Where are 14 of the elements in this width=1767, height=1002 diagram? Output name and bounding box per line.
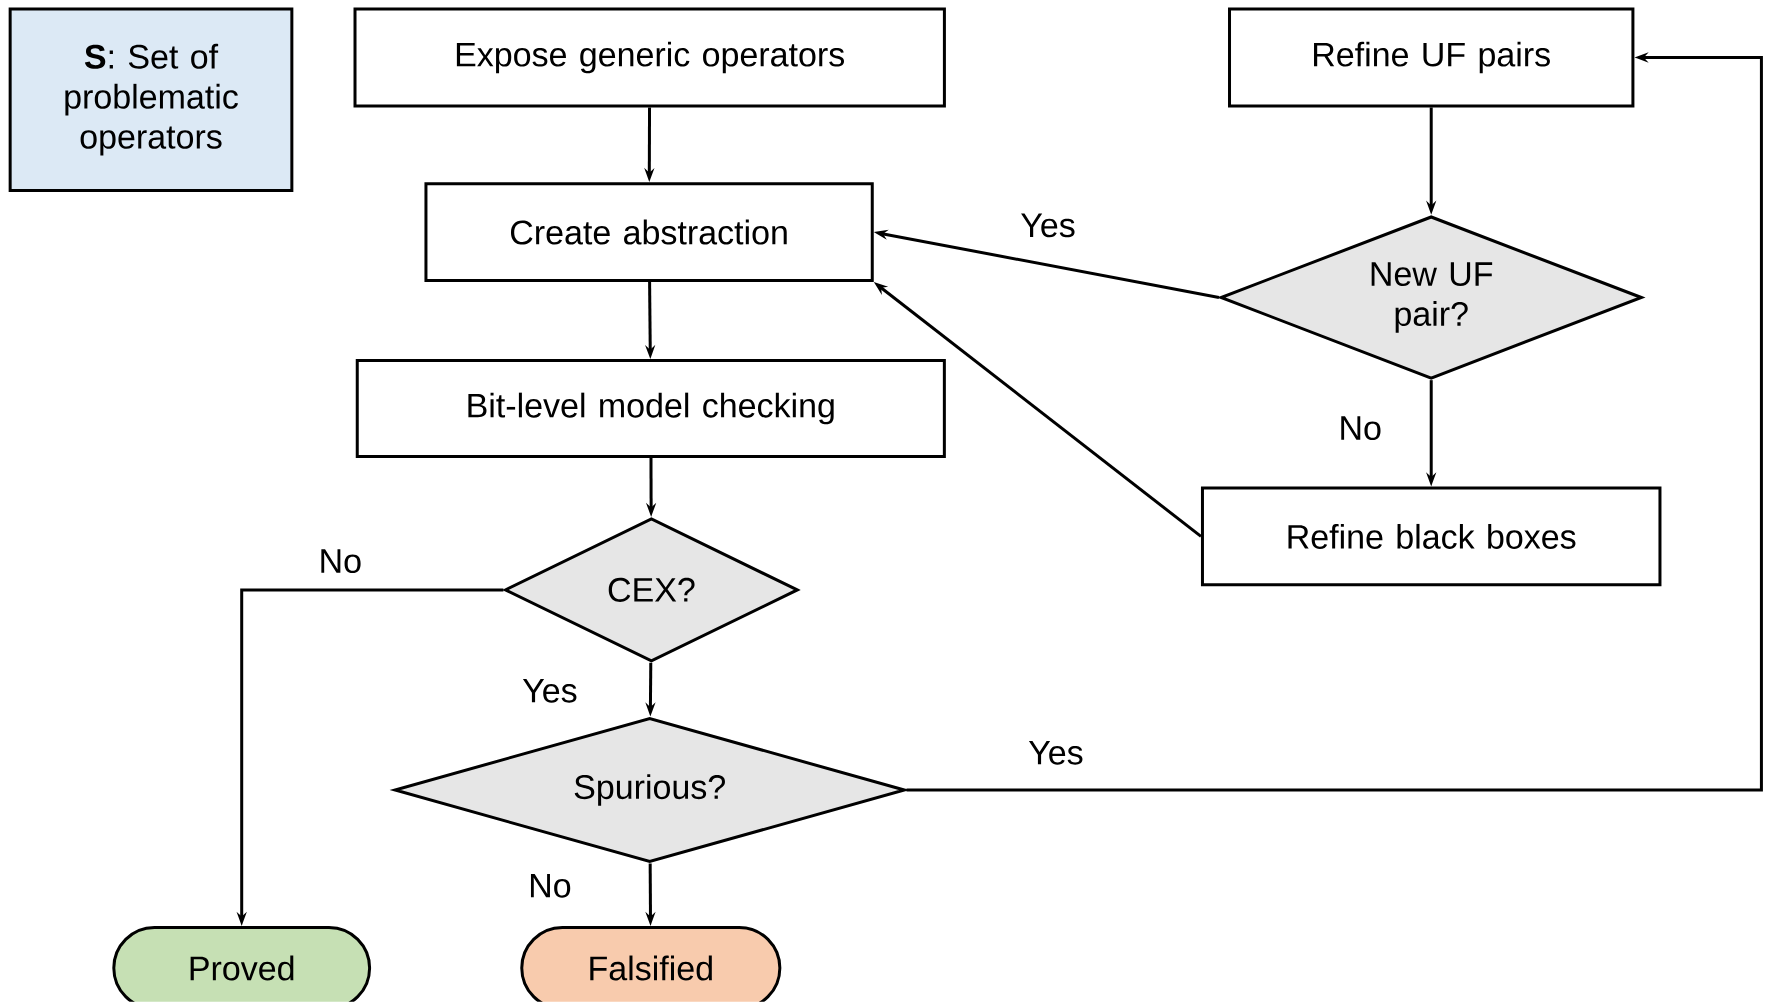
process-box: Create abstraction [424, 182, 874, 283]
edge-label: Yes [1028, 741, 1083, 765]
process-box: Refine UF pairs [1228, 7, 1635, 108]
edge-label: No [530, 874, 571, 898]
edge-label: Yes [1021, 213, 1075, 238]
process-box: Refine black boxes [1200, 486, 1662, 587]
process-box: S: Set of problematic operators [8, 7, 294, 192]
edge-label: No [321, 549, 361, 574]
process-box: Expose generic operators [353, 7, 946, 108]
terminal-box: Falsified [520, 926, 782, 1002]
terminal-box: Proved [112, 926, 372, 1002]
edge-label: Yes [522, 679, 577, 703]
edge-label: No [1341, 416, 1381, 441]
process-box: Bit-level model checking [355, 359, 946, 458]
